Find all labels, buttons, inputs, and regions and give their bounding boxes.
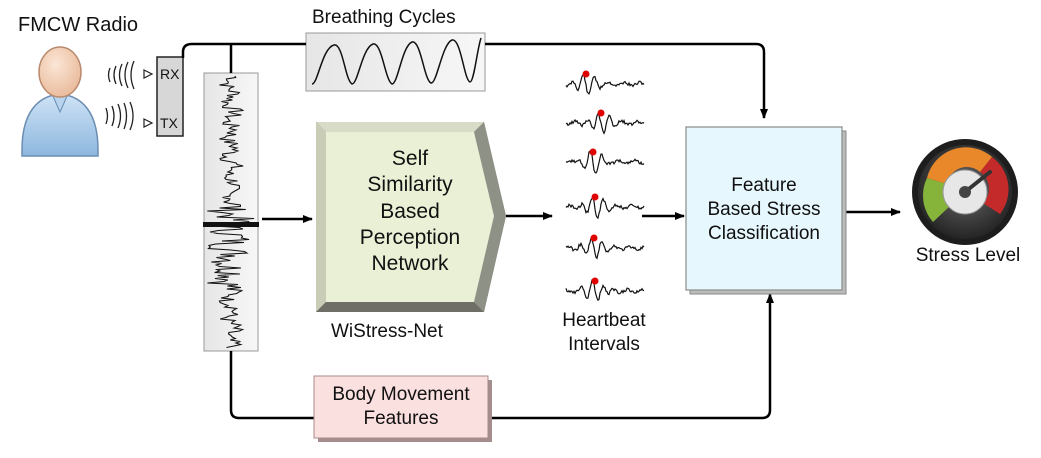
classification-line-3: Classification	[708, 222, 820, 244]
connector-lines	[181, 42, 901, 420]
heartbeat-waves	[565, 70, 645, 302]
heartbeat-wave	[565, 236, 645, 260]
person-icon	[21, 46, 99, 157]
body-movement-label: Body Movement Features	[314, 383, 488, 431]
antenna-icon	[143, 69, 154, 128]
wistress-net-label: WiStress-Net	[331, 321, 443, 342]
breathing-panel	[305, 32, 486, 92]
raw-signal-marker	[203, 222, 259, 227]
raw-signal-trace	[207, 75, 255, 349]
heartbeat-wave	[565, 150, 645, 174]
perception-line-4: Perception	[359, 225, 461, 249]
rx-label: RX	[160, 66, 180, 82]
body-movement-line-1: Body Movement	[332, 384, 470, 405]
heartbeat-line-1: Heartbeat	[562, 310, 646, 331]
gauge-icon	[912, 139, 1018, 245]
heartbeat-wave	[565, 278, 645, 302]
radio-waves-icon	[105, 60, 135, 131]
heartbeat-peak-dot	[591, 277, 599, 285]
fmcw-radio-label: FMCW Radio	[18, 14, 139, 36]
heartbeat-wave	[565, 196, 645, 220]
classification-line-2: Based Stress	[707, 198, 821, 220]
perception-line-2: Similarity	[367, 173, 453, 197]
tx-label: TX	[160, 115, 178, 131]
perception-line-1: Self	[391, 147, 429, 170]
perception-network-box	[316, 122, 506, 312]
heartbeat-peak-dot	[590, 234, 598, 242]
heartbeat-line-2: Intervals	[568, 333, 640, 355]
classification-label: Feature Based Stress Classification	[686, 174, 842, 245]
heartbeat-peak-dot	[589, 148, 597, 156]
radio-device-icon	[156, 56, 184, 137]
perception-line-5: Network	[371, 252, 449, 275]
breathing-wave	[311, 37, 482, 85]
stress-level-label: Stress Level	[915, 245, 1021, 266]
classification-line-1: Feature	[731, 175, 797, 196]
heartbeat-peak-dot	[597, 109, 605, 117]
heartbeat-intervals-label: Heartbeat Intervals	[548, 309, 660, 357]
heartbeat-wave	[565, 74, 645, 95]
body-movement-line-2: Features	[363, 407, 439, 429]
heartbeat-wave	[565, 112, 645, 135]
heartbeat-peak-dot	[591, 193, 599, 201]
breathing-cycles-label: Breathing Cycles	[312, 7, 456, 28]
heartbeat-peak-dot	[582, 70, 590, 78]
classification-box	[685, 126, 847, 295]
perception-network-label: Self Similarity Based Perception Network	[326, 146, 494, 277]
body-movement-box	[313, 375, 492, 442]
perception-line-3: Based	[380, 199, 440, 223]
